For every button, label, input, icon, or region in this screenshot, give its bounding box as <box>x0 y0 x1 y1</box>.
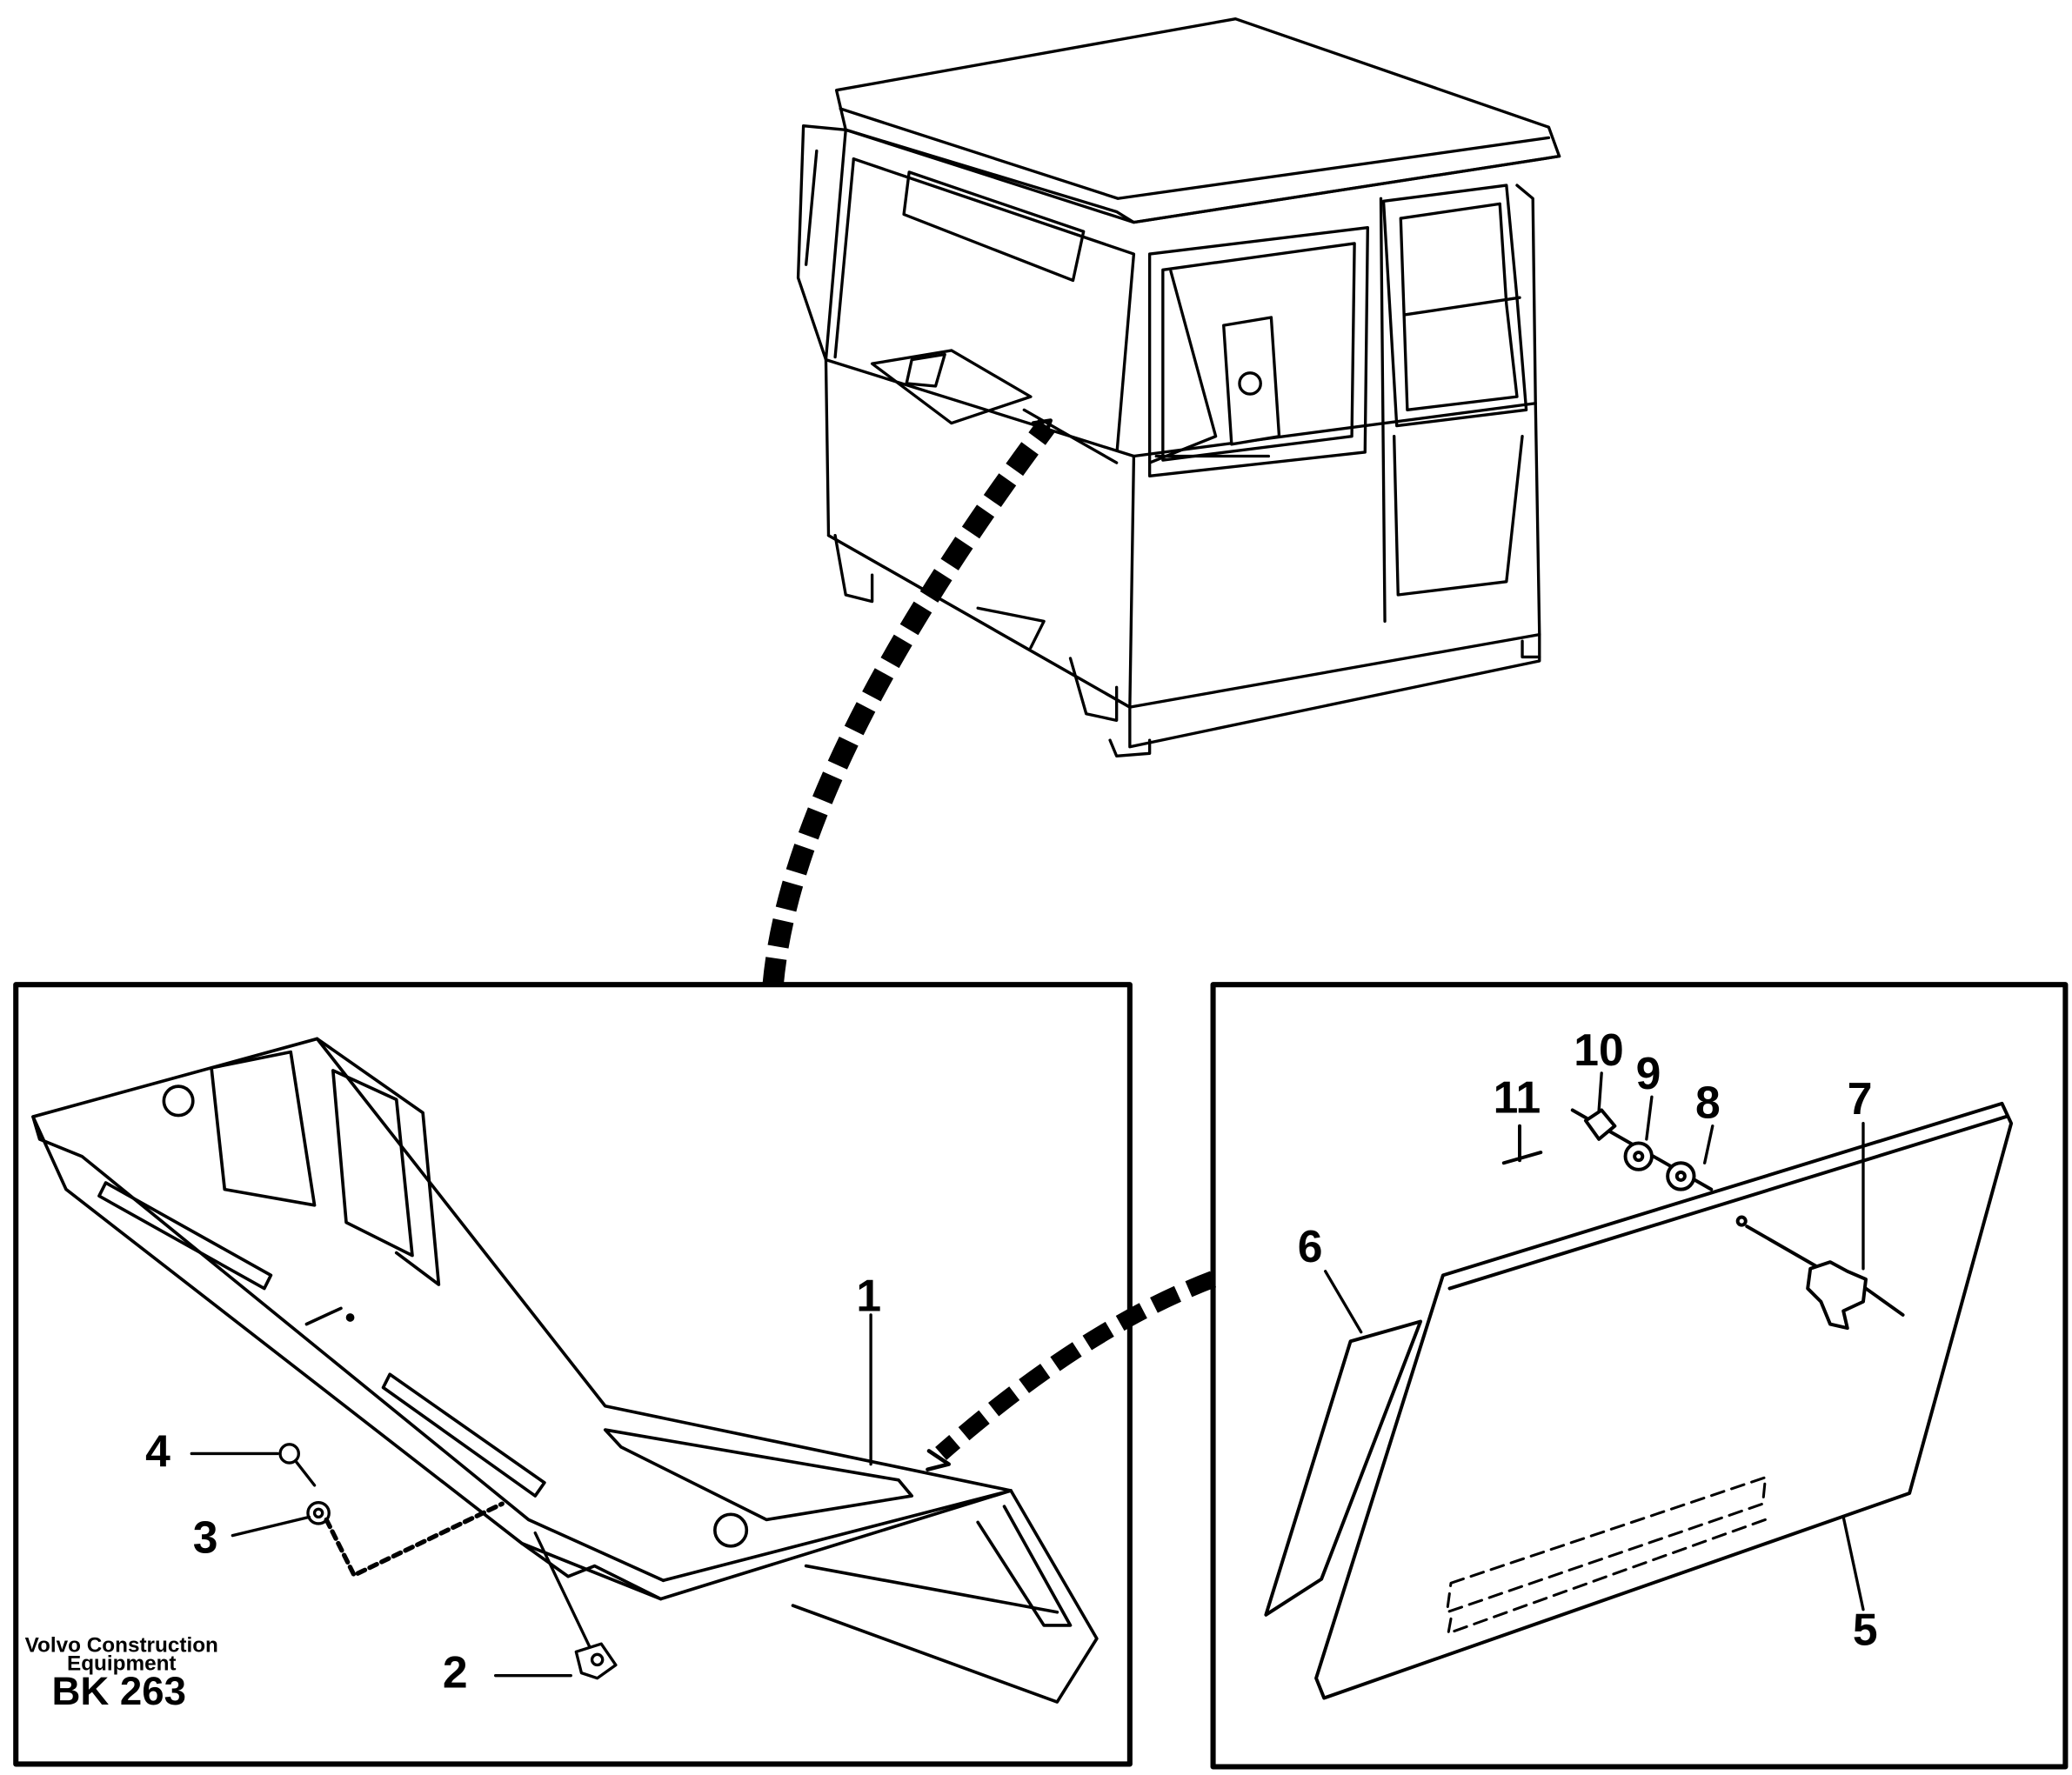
manufacturer-line-1: Volvo Construction <box>25 1633 218 1657</box>
dashed-arrow-cab-to-dashboard <box>762 418 1055 986</box>
right-detail-frame <box>1210 982 2069 1770</box>
leader-lines-right <box>1324 1071 1865 1612</box>
manufacturer-block: Volvo Construction Equipment BK 263 <box>25 1633 218 1713</box>
cover-panel-illustration <box>1264 1101 2014 1700</box>
cab-illustration <box>796 17 1561 758</box>
left-detail-frame <box>13 982 1133 1767</box>
callout-5: 5 <box>1853 1605 1878 1655</box>
fastener-screw-4 <box>278 1443 317 1487</box>
leader-lines-left <box>190 1313 872 1678</box>
callout-2: 2 <box>443 1646 468 1697</box>
dashed-arrow-cover-to-dashboard <box>926 1271 1217 1471</box>
dashboard-panel-illustration <box>31 1037 1099 1704</box>
callout-7: 7 <box>1848 1073 1873 1124</box>
callout-6: 6 <box>1298 1221 1323 1271</box>
callout-4: 4 <box>145 1426 170 1477</box>
callout-1: 1 <box>856 1270 881 1320</box>
callout-11: 11 <box>1494 1072 1541 1123</box>
manufacturer-line-2: Equipment <box>67 1652 177 1676</box>
figure-code: BK 263 <box>51 1669 186 1713</box>
callout-labels: 1 2 3 4 5 6 7 8 9 10 11 <box>145 1024 1877 1698</box>
callout-9: 9 <box>1636 1048 1661 1098</box>
callout-8: 8 <box>1695 1078 1721 1128</box>
callout-3: 3 <box>193 1511 218 1562</box>
fastener-nut-2 <box>533 1531 618 1680</box>
fastener-washer-3 <box>306 1500 505 1578</box>
callout-10: 10 <box>1574 1024 1623 1075</box>
